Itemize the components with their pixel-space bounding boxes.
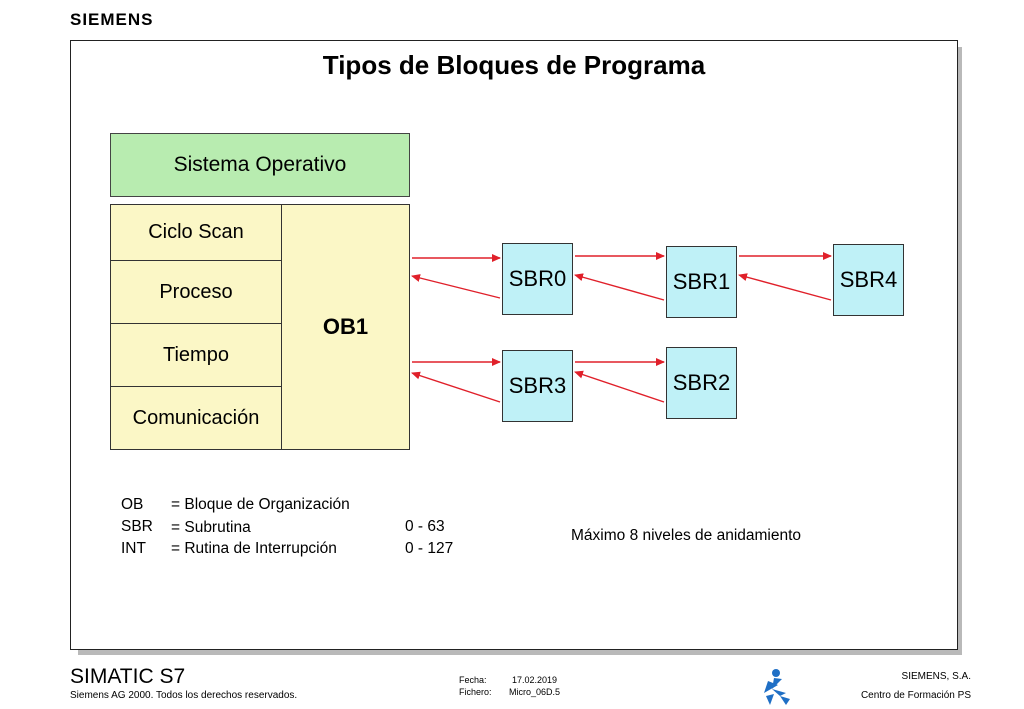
return-arrow-sbr0-ob1 — [411, 274, 501, 299]
fichero-value: Micro_06D.5 — [509, 687, 561, 697]
sbr0-box: SBR0 — [502, 243, 573, 315]
legend-ob-desc: = Bloque de Organización — [171, 496, 350, 513]
process-box: Proceso — [110, 260, 282, 324]
ob1-box: OB1 — [281, 204, 410, 450]
training-center: Centro de Formación PS — [860, 690, 971, 701]
legend-sbr-desc: = Subrutina — [171, 519, 251, 536]
siemens-logo: SIEMENS — [70, 10, 154, 29]
sbr3-box: SBR3 — [502, 350, 573, 422]
fichero-label: Fichero: — [459, 687, 492, 697]
sbr1-box: SBR1 — [666, 246, 737, 318]
product-name: SIMATIC S7 — [70, 665, 186, 688]
return-arrow-sbr4-sbr1 — [738, 273, 832, 301]
copyright: Siemens AG 2000. Todos los derechos rese… — [70, 690, 298, 701]
return-arrow-sbr2-sbr3 — [574, 370, 665, 403]
legend-sbr-abbr: SBR — [121, 518, 153, 535]
company-name: SIEMENS, S.A. — [901, 671, 971, 682]
legend-int-abbr: INT — [121, 540, 146, 557]
communication-box: Comunicación — [110, 386, 282, 450]
fecha-value: 17.02.2019 — [512, 675, 558, 685]
return-arrow-sbr3-ob1 — [411, 371, 501, 403]
return-arrow-sbr1-sbr0 — [574, 273, 665, 301]
slide-title: Tipos de Bloques de Programa — [322, 50, 706, 80]
legend-ob-abbr: OB — [121, 496, 144, 513]
training-center-logo-icon — [764, 669, 790, 705]
sbr2-box: SBR2 — [666, 347, 737, 419]
legend-int-range: 0 - 127 — [405, 540, 454, 557]
nesting-note: Máximo 8 niveles de anidamiento — [571, 527, 802, 544]
time-box: Tiempo — [110, 323, 282, 387]
sbr4-box: SBR4 — [833, 244, 904, 316]
os-box: Sistema Operativo — [110, 133, 410, 197]
legend-int-desc: = Rutina de Interrupción — [171, 540, 337, 557]
fecha-label: Fecha: — [459, 675, 487, 685]
legend-sbr-range: 0 - 63 — [405, 518, 445, 535]
